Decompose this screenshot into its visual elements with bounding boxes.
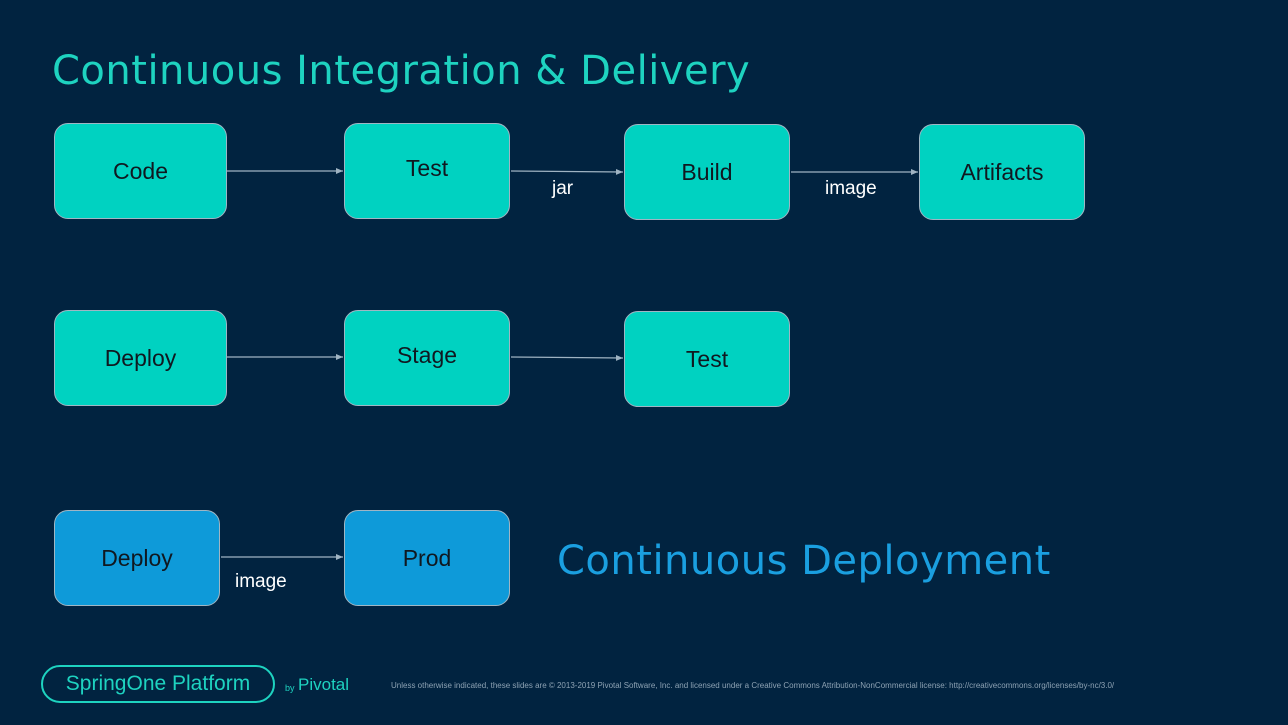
edge-label-image-deploy: image: [235, 571, 287, 592]
footer-by: by: [285, 683, 295, 693]
continuous-deployment-label: Continuous Deployment: [557, 538, 1051, 584]
edge-label-jar: jar: [552, 178, 574, 199]
box-build: Build: [624, 124, 790, 220]
box-stage: Stage: [344, 310, 510, 406]
box-test: Test: [344, 123, 510, 219]
box-test-stage: Test: [624, 311, 790, 407]
arrow-test-to-build: [510, 168, 624, 175]
box-artifacts: Artifacts: [919, 124, 1085, 220]
box-deploy: Deploy: [54, 310, 227, 406]
springone-platform-logo: SpringOne Platform: [41, 665, 275, 703]
box-prod: Prod: [344, 510, 510, 606]
arrow-stage-to-test: [510, 354, 624, 361]
slide-title: Continuous Integration & Delivery: [52, 48, 751, 94]
box-code: Code: [54, 123, 227, 219]
license-notice: Unless otherwise indicated, these slides…: [391, 681, 1115, 690]
pivotal-logo: Pivotal: [298, 675, 350, 694]
edge-label-image-build: image: [825, 178, 877, 199]
box-deploy-cd: Deploy: [54, 510, 220, 606]
